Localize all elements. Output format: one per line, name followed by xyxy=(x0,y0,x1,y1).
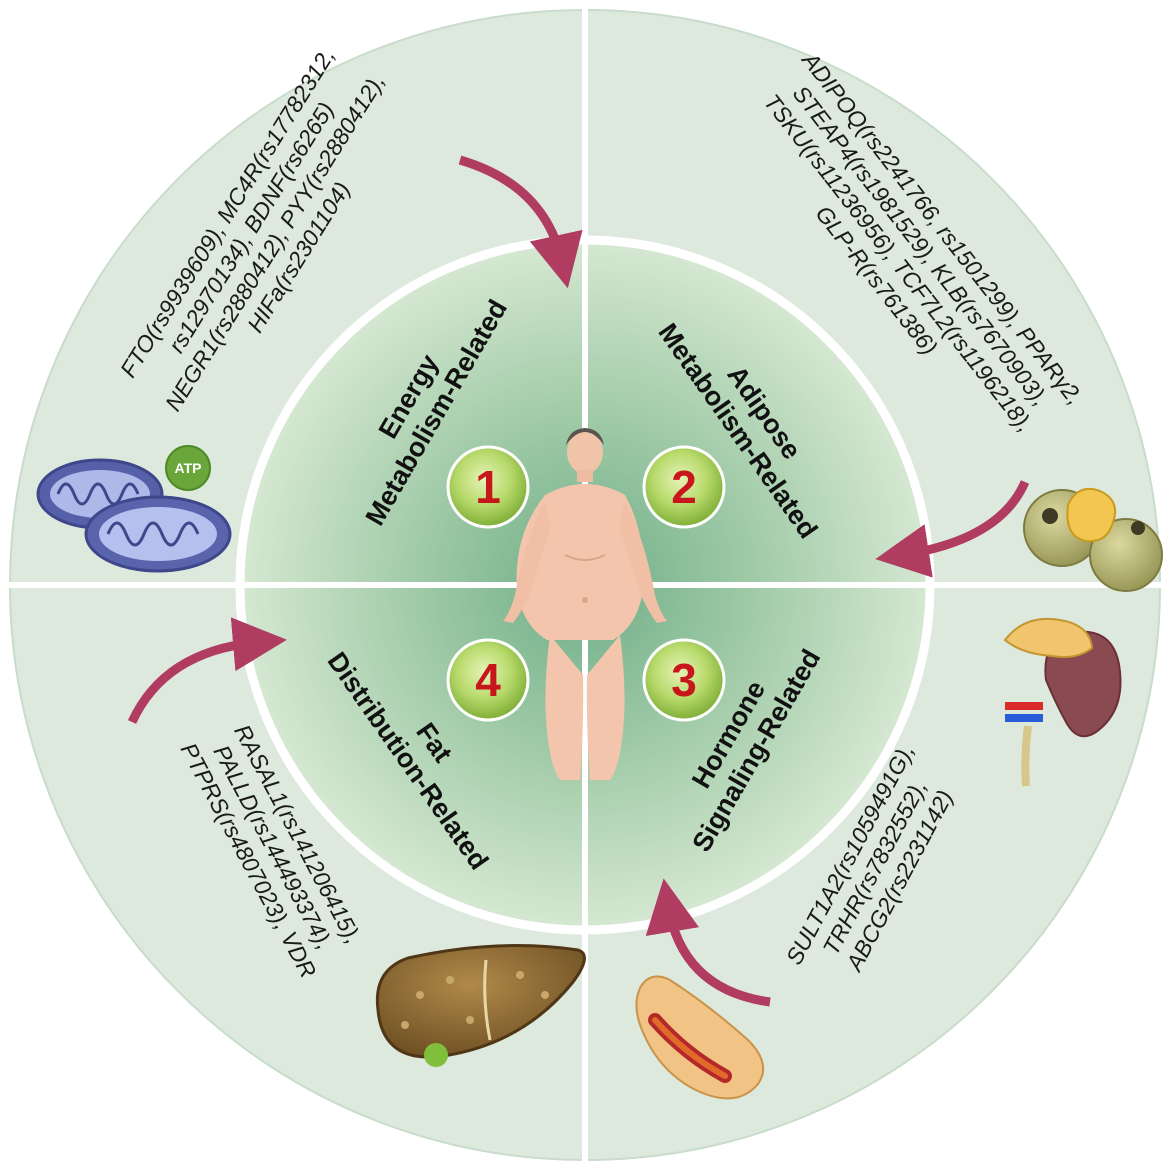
badge-4: 4 xyxy=(446,638,530,722)
badge-1: 1 xyxy=(446,445,530,529)
arrow-1 xyxy=(458,155,583,289)
badge-3-number: 3 xyxy=(671,654,697,706)
badge-2-number: 2 xyxy=(671,461,697,513)
fat-cells-icon xyxy=(1023,487,1163,592)
arrow-2 xyxy=(875,480,1030,578)
badge-3: 3 xyxy=(642,638,726,722)
adrenal-kidney-icon xyxy=(1003,617,1122,787)
atp-label: ATP xyxy=(175,460,202,476)
mitochondria-icon xyxy=(36,458,232,573)
arrow-3 xyxy=(645,878,771,1007)
obese-person-icon xyxy=(503,428,667,780)
badge-4-number: 4 xyxy=(475,654,501,706)
liver-icon xyxy=(375,944,586,1067)
badge-2: 2 xyxy=(642,445,726,529)
atp-badge-icon: ATP xyxy=(165,445,211,491)
badge-1-number: 1 xyxy=(475,461,501,513)
arrow-4 xyxy=(127,617,287,724)
pancreas-icon xyxy=(635,975,765,1100)
